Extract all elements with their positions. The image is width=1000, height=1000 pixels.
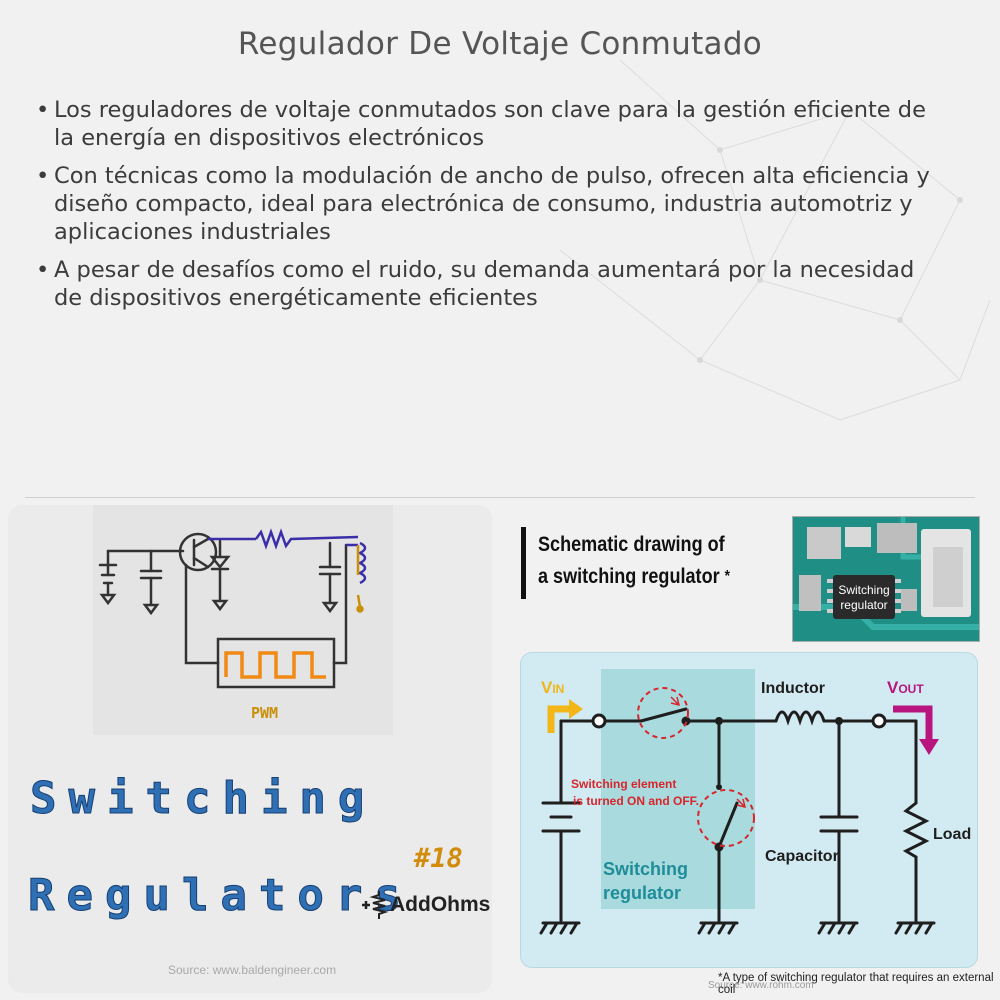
capacitor-label: Capacitor	[765, 848, 839, 865]
left-image-panel: PWM Switching Regulators #18 AddOhms Sou…	[8, 505, 492, 993]
heading-line: a switching regulator *	[538, 565, 731, 588]
switching-regulator-schematic: VIN VOUT Inductor Capacitor Load Switchi…	[539, 669, 971, 935]
pwm-label: PWM	[251, 704, 279, 722]
block-label-line: regulator	[603, 883, 681, 903]
section-divider	[25, 497, 975, 498]
switch-note-line: Switching element	[571, 777, 676, 791]
chip-label-line: Switching	[838, 583, 889, 597]
brand-name: AddOhms	[390, 893, 491, 916]
vout-label: VOUT	[887, 678, 924, 697]
vin-arrow-icon	[547, 705, 571, 733]
episode-number: #18	[414, 843, 463, 874]
pwm-circuit-area	[93, 505, 393, 735]
page-title: Regulador De Voltaje Conmutado	[237, 26, 763, 62]
schematic-panel: VIN VOUT Inductor Capacitor Load Switchi…	[520, 652, 978, 968]
vin-label: VIN	[541, 678, 564, 697]
load-label: Load	[933, 826, 971, 843]
image-source: Source: www.baldengineer.com	[168, 963, 337, 977]
inductor-label: Inductor	[761, 680, 825, 697]
switch-highlight-circle	[697, 789, 755, 847]
switching-block	[601, 669, 755, 909]
schematic-heading: Schematic drawing of a switching regulat…	[538, 529, 730, 593]
regulator-module-photo: Switching regulator	[792, 516, 980, 642]
pwm-circuit-drawing	[98, 528, 367, 689]
switching-title-word: Switching	[29, 773, 377, 825]
chip-label-line: regulator	[840, 598, 887, 612]
resistor-logo-icon	[362, 891, 389, 919]
image-source: Source: www.rohm.com	[708, 980, 814, 991]
bullet-item: Los reguladores de voltaje conmutados so…	[36, 96, 936, 152]
vout-arrow-icon	[893, 705, 933, 741]
schematic-footnote: *A type of switching regulator that requ…	[718, 972, 994, 996]
switch-highlight-circle	[637, 687, 689, 739]
switch-note-line: is turned ON and OFF.	[573, 794, 699, 808]
bullet-item: Con técnicas como la modulación de ancho…	[36, 162, 936, 246]
bullet-list: Los reguladores de voltaje conmutados so…	[36, 96, 936, 322]
heading-accent-bar	[521, 527, 526, 599]
regulators-title-word: Regulators	[28, 870, 413, 922]
bullet-item: A pesar de desafíos como el ruido, su de…	[36, 256, 936, 312]
pcb-photo-art: Switching regulator	[793, 517, 979, 641]
heading-line: Schematic drawing of	[538, 533, 725, 556]
block-label-line: Switching	[603, 859, 688, 879]
